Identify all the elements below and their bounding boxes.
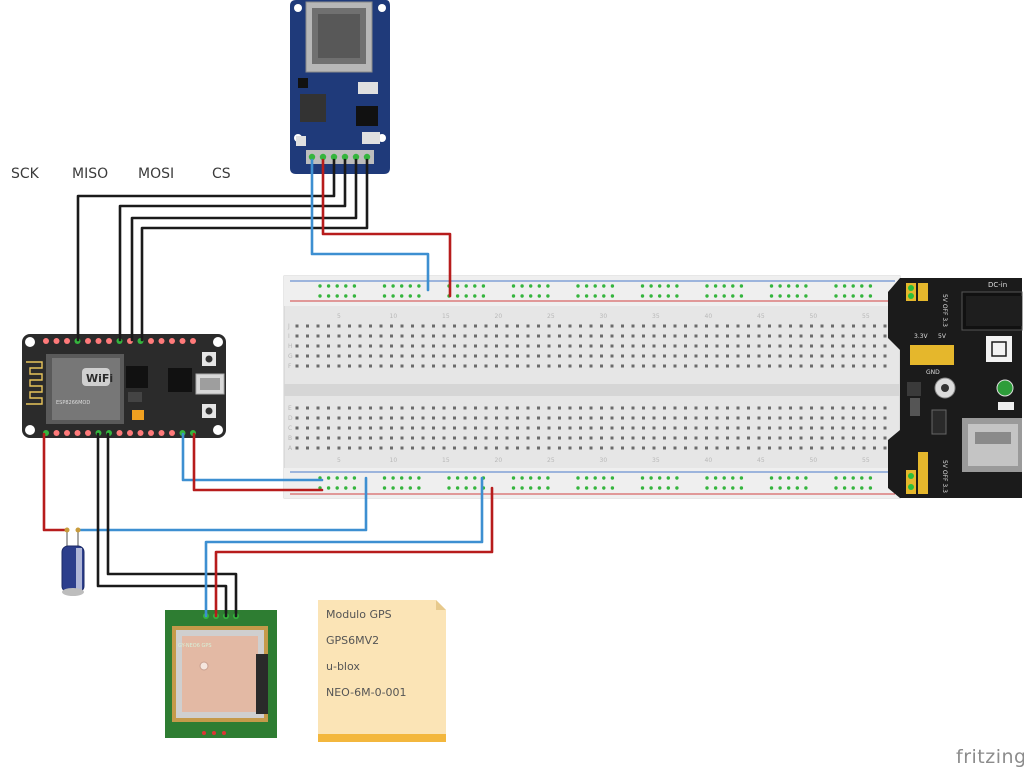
note-line-2: GPS6MV2 <box>326 634 380 647</box>
wifi-logo: WiFi <box>86 372 113 385</box>
column-number: 45 <box>757 457 765 464</box>
label-sck: SCK <box>11 166 39 182</box>
row-letter: J <box>287 323 290 330</box>
label-miso: MISO <box>72 166 109 182</box>
column-number: 45 <box>757 313 765 320</box>
wire-sd-vcc <box>321 158 452 298</box>
wire-gps-rx <box>106 432 238 618</box>
esp-module-label: ESP8266MOD <box>56 400 90 406</box>
column-number: 50 <box>810 457 818 464</box>
mid-right-label: 5V <box>938 333 947 340</box>
row-letter: H <box>288 343 293 350</box>
sd-header-pins <box>308 153 371 161</box>
top-jumper-label: 5V OFF 3.3 <box>941 294 948 327</box>
wire-cap-plus <box>42 432 69 532</box>
column-number: 55 <box>862 457 870 464</box>
row-letter: A <box>288 445 293 452</box>
electrolytic-capacitor <box>61 532 85 596</box>
row-letter: G <box>288 353 293 360</box>
power-supply-module: 5V OFF 3.3 DC-in 3.3V 5V GND 5V OFF 3.3 <box>888 278 1023 498</box>
column-number: 15 <box>442 457 450 464</box>
row-letter: E <box>288 405 292 412</box>
column-number: 35 <box>652 457 660 464</box>
mid-left-label: 3.3V <box>914 333 929 340</box>
column-number: 25 <box>547 313 555 320</box>
wires <box>42 158 494 618</box>
wire-mosi <box>130 158 358 342</box>
column-number: 55 <box>862 313 870 320</box>
wire-esp-gnd <box>181 432 324 482</box>
column-number: 10 <box>390 313 398 320</box>
row-letter: B <box>288 435 292 442</box>
bottom-jumper-label: 5V OFF 3.3 <box>941 460 948 493</box>
label-cs: CS <box>212 166 231 182</box>
gnd-label: GND <box>926 369 940 376</box>
column-number: 15 <box>442 313 450 320</box>
row-letter: C <box>288 425 292 432</box>
wire-esp-vcc <box>192 432 324 492</box>
wire-joints <box>64 527 81 533</box>
dc-in-label: DC-in <box>988 281 1007 289</box>
gps-module: GY-NEO6 GPS <box>165 610 277 738</box>
column-number: 30 <box>600 457 608 464</box>
note-line-3: u-blox <box>326 660 360 673</box>
wire-gps-tx <box>96 432 228 618</box>
column-number: 40 <box>705 313 713 320</box>
fritzing-logo: fritzing <box>956 746 1024 768</box>
column-number: 35 <box>652 313 660 320</box>
column-number: 50 <box>810 313 818 320</box>
esp8266-board: WiFi ESP8266MOD <box>22 334 226 438</box>
row-letter: I <box>288 333 290 340</box>
column-number: 5 <box>337 457 341 464</box>
column-number: 25 <box>547 457 555 464</box>
wire-miso <box>118 158 347 342</box>
note-card <box>318 600 446 742</box>
column-number: 40 <box>705 457 713 464</box>
wire-sd-gnd <box>310 158 430 292</box>
note-line-1: Modulo GPS <box>326 608 392 621</box>
column-number: 10 <box>390 457 398 464</box>
note-line-4: NEO-6M-0-001 <box>326 686 407 699</box>
wire-gps-vcc <box>214 486 494 618</box>
wire-cs <box>140 158 369 342</box>
gps-silk-label: GY-NEO6 GPS <box>178 643 212 649</box>
column-number: 5 <box>337 313 341 320</box>
wire-gps-gnd <box>204 476 484 618</box>
sd-card-module <box>290 0 390 174</box>
row-letter: F <box>288 363 292 370</box>
wire-sck <box>76 158 336 342</box>
label-mosi: MOSI <box>138 166 175 182</box>
column-number: 20 <box>495 457 503 464</box>
breadboard: 5510101515202025253030353540404545505055… <box>283 275 901 499</box>
column-number: 20 <box>495 313 503 320</box>
row-letter: D <box>288 415 293 422</box>
column-number: 30 <box>600 313 608 320</box>
wire-cap-minus <box>76 476 368 532</box>
